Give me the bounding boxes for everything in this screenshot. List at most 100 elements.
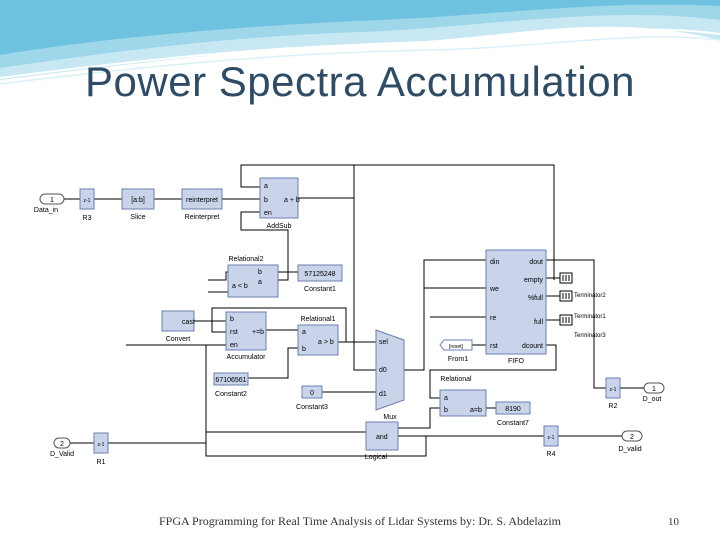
- simulink-diagram: 1 Data_in 2 D_Valid 1 D_out 2 D_valid z-…: [26, 160, 674, 470]
- svg-text:z-1: z-1: [610, 387, 617, 393]
- block-relational1: a b a > b Relational1: [297, 316, 339, 356]
- svg-text:R2: R2: [609, 403, 618, 410]
- svg-text:D_out: D_out: [643, 396, 662, 403]
- svg-text:+=b: +=b: [252, 329, 264, 336]
- svg-text:Reinterpret: Reinterpret: [185, 214, 220, 221]
- svg-text:a: a: [258, 279, 262, 286]
- svg-text:a < b: a < b: [232, 283, 248, 290]
- block-relational: a b a=b Relational: [439, 376, 487, 417]
- block-terminator3: Terminator3: [559, 314, 606, 339]
- port-data-in: 1 Data_in: [34, 193, 65, 214]
- svg-text:en: en: [264, 210, 272, 217]
- svg-text:From1: From1: [448, 356, 468, 363]
- svg-text:a=b: a=b: [470, 407, 482, 414]
- wires: [64, 164, 644, 457]
- svg-text:d1: d1: [379, 391, 387, 398]
- svg-text:%full: %full: [528, 295, 544, 302]
- svg-text:1: 1: [50, 197, 54, 204]
- svg-text:R4: R4: [547, 451, 556, 458]
- svg-text:57125248: 57125248: [304, 271, 335, 278]
- slide-footer: FPGA Programming for Real Time Analysis …: [159, 514, 561, 528]
- svg-text:FIFO: FIFO: [508, 358, 524, 365]
- block-relational2: b a a < b Relational2: [227, 256, 279, 298]
- svg-text:cast: cast: [182, 319, 195, 326]
- port-d-valid-out: 2 D_valid: [618, 430, 643, 453]
- svg-text:Constant3: Constant3: [296, 404, 328, 411]
- svg-text:a + b: a + b: [284, 197, 300, 204]
- svg-text:AddSub: AddSub: [267, 223, 292, 230]
- block-terminator1: Terminator1: [559, 290, 606, 320]
- svg-text:Logical: Logical: [365, 454, 388, 461]
- svg-text:dout: dout: [529, 259, 543, 266]
- svg-text:and: and: [376, 434, 388, 441]
- block-terminator2: Terminator2: [559, 272, 606, 299]
- block-accumulator: b rst en +=b Accumulator: [225, 311, 267, 361]
- svg-text:Slice: Slice: [130, 214, 145, 221]
- svg-text:0: 0: [310, 390, 314, 397]
- svg-text:R1: R1: [97, 459, 106, 466]
- svg-text:re: re: [490, 315, 496, 322]
- svg-text:a: a: [264, 183, 268, 190]
- svg-text:full: full: [534, 319, 543, 326]
- svg-text:b: b: [258, 269, 262, 276]
- svg-text:a: a: [302, 329, 306, 336]
- svg-text:rst: rst: [490, 343, 498, 350]
- terminators: Terminator2 Terminator1 Terminator3: [559, 272, 606, 339]
- svg-text:2: 2: [60, 441, 64, 448]
- slide-title: Power Spectra Accumulation: [85, 58, 635, 105]
- svg-text:[a:b]: [a:b]: [131, 197, 145, 204]
- block-r1: z-1 R1: [93, 432, 109, 466]
- svg-text:Terminator1: Terminator1: [574, 314, 606, 320]
- svg-text:b: b: [302, 346, 306, 353]
- svg-text:Mux: Mux: [383, 414, 397, 421]
- block-addsub: a b en a + b AddSub: [259, 177, 300, 230]
- svg-text:en: en: [230, 342, 238, 349]
- svg-text:Terminator2: Terminator2: [574, 293, 606, 299]
- svg-text:1: 1: [652, 386, 656, 393]
- svg-text:d0: d0: [379, 367, 387, 374]
- svg-text:we: we: [489, 286, 499, 293]
- svg-text:[reset]: [reset]: [449, 344, 464, 350]
- svg-text:rst: rst: [230, 329, 238, 336]
- block-constant1: 57125248 Constant1: [297, 264, 343, 293]
- block-constant7: 8190 Constant7: [495, 401, 531, 427]
- block-mux: sel d0 d1 Mux: [375, 329, 405, 421]
- svg-text:b: b: [444, 407, 448, 414]
- svg-text:z-1: z-1: [98, 442, 105, 448]
- block-convert: cast Convert: [161, 310, 195, 343]
- svg-text:2: 2: [630, 434, 634, 441]
- svg-text:D_Valid: D_Valid: [50, 451, 74, 458]
- svg-text:b: b: [230, 316, 234, 323]
- block-reinterpret: reinterpret Reinterpret: [181, 188, 223, 221]
- svg-text:Relational1: Relational1: [300, 316, 335, 323]
- svg-text:Accumulator: Accumulator: [227, 354, 267, 361]
- port-d-valid-in: 2 D_Valid: [50, 437, 74, 458]
- svg-text:Constant7: Constant7: [497, 420, 529, 427]
- svg-text:a: a: [444, 395, 448, 402]
- svg-text:a > b: a > b: [318, 339, 334, 346]
- svg-text:dcount: dcount: [522, 343, 543, 350]
- svg-text:Convert: Convert: [166, 336, 191, 343]
- svg-text:b: b: [264, 197, 268, 204]
- svg-text:Data_in: Data_in: [34, 207, 58, 214]
- page-number: 10: [668, 516, 679, 528]
- block-r3: z-1 R3: [79, 188, 95, 222]
- svg-text:8190: 8190: [505, 406, 521, 413]
- decorative-wave-banner: [0, 0, 720, 85]
- svg-text:Constant1: Constant1: [304, 286, 336, 293]
- svg-text:reinterpret: reinterpret: [186, 197, 218, 204]
- svg-text:D_valid: D_valid: [618, 446, 641, 453]
- port-d-out: 1 D_out: [643, 382, 665, 403]
- svg-text:sel: sel: [379, 339, 388, 346]
- svg-text:67106561: 67106561: [215, 377, 246, 384]
- block-fifo: din we re rst dout empty %full full dcou…: [485, 249, 547, 365]
- block-logical: and Logical: [365, 421, 399, 461]
- svg-text:z-1: z-1: [84, 198, 91, 204]
- block-constant3: 0 Constant3: [296, 385, 328, 411]
- svg-text:Constant2: Constant2: [215, 391, 247, 398]
- svg-text:Terminator3: Terminator3: [574, 333, 606, 339]
- block-slice: [a:b] Slice: [121, 188, 155, 221]
- svg-text:empty: empty: [524, 277, 544, 284]
- svg-text:R3: R3: [83, 215, 92, 222]
- svg-text:z-1: z-1: [548, 435, 555, 441]
